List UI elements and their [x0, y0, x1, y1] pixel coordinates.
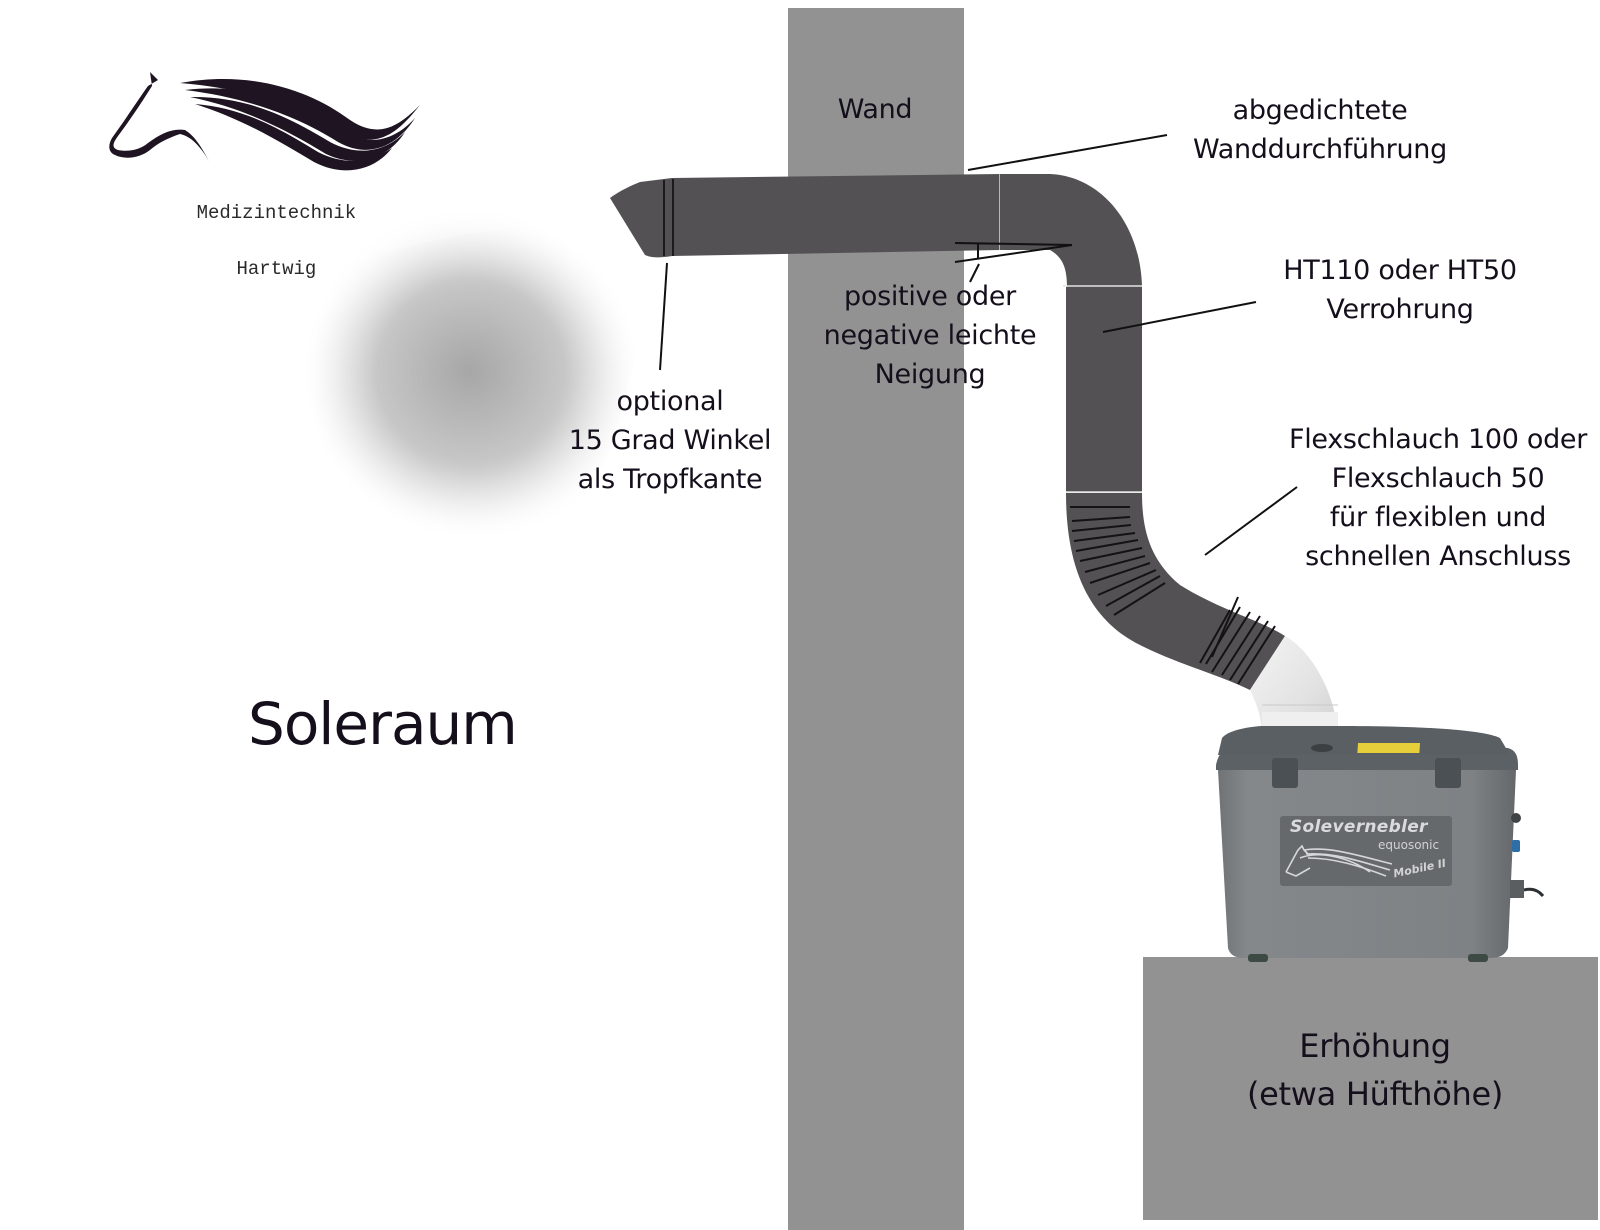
label-drip-edge: optional 15 Grad Winkel als Tropfkante	[568, 386, 772, 495]
label-wall-feedthrough: abgedichtete Wanddurchführung	[1193, 95, 1447, 165]
plate-horse-icon	[1285, 844, 1393, 877]
label-pipe: HT110 oder HT50 Verrohrung	[1283, 255, 1517, 325]
flex-hose	[1066, 493, 1285, 690]
horse-head-icon	[109, 72, 420, 171]
solevernebler-device	[1216, 726, 1545, 962]
leader-lines	[659, 134, 1298, 556]
logo-line-1: Medizintechnik	[196, 202, 357, 224]
vertical-pipe	[1066, 287, 1142, 492]
leader-drip-edge	[659, 262, 668, 371]
logo-company-name: Medizintechnik Hartwig	[140, 171, 390, 283]
label-flex-hose: Flexschlauch 100 oder Flexschlauch 50 fü…	[1288, 424, 1588, 572]
blue-connector	[1512, 840, 1520, 852]
leader-flex	[1204, 486, 1298, 556]
lid-cap	[1311, 744, 1333, 752]
device-sub-brand: equosonic	[1378, 838, 1440, 852]
label-slope: positive oder negative leichte Neigung	[823, 281, 1037, 390]
drip-edge-angle	[610, 178, 672, 258]
label-platform: Erhöhung (etwa Hüfthöhe)	[1246, 1027, 1504, 1113]
logo-line-2: Hartwig	[236, 258, 317, 280]
leader-feedthrough	[967, 134, 1168, 171]
warning-sticker	[1357, 743, 1421, 753]
latch-right	[1435, 758, 1461, 788]
platform	[1143, 957, 1598, 1220]
label-room: Soleraum	[248, 690, 518, 758]
label-wall: Wand	[837, 94, 913, 125]
leader-slope	[969, 263, 980, 283]
ht-pipe-elbow	[1000, 174, 1142, 493]
latch-left	[1272, 758, 1298, 788]
device-brand: Solevernebler	[1290, 817, 1428, 837]
horizontal-pipe	[610, 174, 1001, 258]
power-cable	[1523, 887, 1545, 898]
mist-cloud	[300, 205, 646, 543]
brand-plate	[1280, 816, 1452, 886]
leader-pipe	[1102, 301, 1257, 333]
